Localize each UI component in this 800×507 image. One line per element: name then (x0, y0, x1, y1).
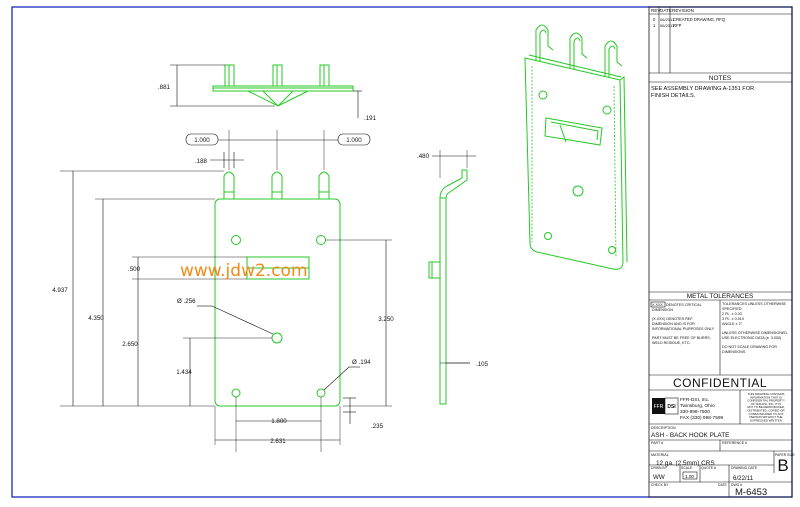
tol-right-0: TOLERANCES UNLESS OTHERWISE (722, 302, 787, 306)
date-label: DATE (718, 483, 728, 487)
rev-header-revision: REVISION (672, 8, 694, 13)
dim-side-thickness: .105 (476, 361, 489, 368)
notes-title: NOTES (709, 75, 732, 82)
tol-left-8: WELD RESIDUE, ETC. (652, 341, 691, 345)
dim-total-width: 2.631 (270, 438, 286, 445)
paper-size-value: B (777, 456, 788, 475)
dwg-value: M-6453 (735, 487, 767, 498)
confidential-label: CONFIDENTIAL (673, 376, 767, 390)
legal-5: DISTRIBUTED, COPIED OR (747, 409, 784, 413)
tol-left-1: DIMENSION (652, 308, 673, 312)
tol-left-0-box: X.XXX (652, 303, 663, 307)
legal-3: OF FFR-DSI, INC. IT IS (751, 402, 782, 406)
dim-tab-width: .188 (195, 158, 208, 165)
company-logo-left: FFR (654, 404, 664, 410)
company-line-2: Twinsburg, Ohio (680, 403, 715, 409)
tol-left-3: (X.XXX) DENOTES REF. (652, 317, 693, 321)
rev-row-1-date: 06/2011 (660, 23, 675, 28)
tol-right-9: DO NOT SCALE DRAWING FOR (722, 345, 777, 349)
material-label: MATERIAL (651, 453, 669, 457)
description-label: DESCRIPTION (651, 426, 676, 430)
rev-row-1-text: RFP (673, 23, 682, 28)
dwg-label: DWG # (731, 483, 742, 487)
legal-6: COMMUNICATED TO ANY (748, 412, 783, 416)
dim-edge-offset: .235 (371, 423, 384, 430)
notes-line-2: FINISH DETAILS. (651, 93, 696, 99)
drawn-by-label: DRWN BY (651, 466, 668, 470)
drawing-date-value: 6/22/11 (733, 475, 754, 482)
description-value: ASH - BACK HOOK PLATE (651, 432, 729, 439)
tol-left-4: DIMENSION AND IS FOR (652, 322, 695, 326)
tol-left-0: DENOTES CRITICAL (666, 303, 702, 307)
rev-header-rev: REV (651, 8, 661, 13)
tol-right-7: USE ELECTRONIC DATA (e. 3.000) (722, 336, 781, 340)
drawing-date-label: DRAWING DATE (731, 466, 758, 470)
dim-spacing-right: 1.000 (346, 137, 362, 144)
tol-left-5: INFORMATIONAL PURPOSES ONLY (652, 327, 715, 331)
quote-label: QUOTE # (701, 466, 716, 470)
top-view: .881 .191 (158, 64, 377, 122)
tol-right-4: ANGLE ± 2° (722, 322, 743, 326)
scale-value: 1.00 (685, 474, 694, 479)
legal-0: THIS DRAWING CONTAINS (748, 392, 785, 396)
dim-total-height: 4.937 (52, 287, 68, 294)
dim-side-offset: .480 (417, 153, 430, 160)
legal-8: EXPRESSED WRITTEN (750, 418, 782, 422)
scale-label: SCALE (681, 466, 693, 470)
drawn-by-value: WW (653, 474, 665, 481)
rev-row-0-date: 06/2011 (660, 17, 675, 22)
dim-top-thickness: .191 (364, 115, 377, 122)
tol-right-10: DIMENSIONS (722, 350, 746, 354)
rev-row-1-rev: 1 (653, 23, 656, 28)
legal-4: NOT TO BE REPRODUCED, (747, 405, 785, 409)
checked-by-label: CHECK BY (651, 483, 669, 487)
material-value: 12 ga. (2.5mm) CRS (656, 460, 715, 467)
dim-hole-bottom: 1.434 (176, 369, 192, 376)
company-line-1: FFR-DSI, Inc. (680, 397, 709, 403)
sheet-border (11, 6, 793, 498)
title-block: REV DATE REVISION 0 06/2011 CREATED DRAW… (648, 6, 795, 498)
tol-right-2: 2 PL. ± 0.03 (722, 312, 742, 316)
paper-size-label: PAPER SIZE (775, 453, 795, 457)
tol-right-3: 3 PL. ± 0.010 (722, 317, 744, 321)
tol-right-6: UNLESS OTHERWISE DIMENSIONED, (722, 331, 788, 335)
dim-hole-dia-large: Ø .256 (177, 298, 196, 305)
rev-row-0-rev: 0 (653, 17, 656, 22)
part-label: PART # (651, 441, 663, 445)
tol-right-1: SPECIFIED: (722, 307, 743, 311)
isometric-view (524, 24, 628, 270)
company-line-3: 330-998-7500 (680, 409, 710, 415)
notes-line-1: SEE ASSEMBLY DRAWING A-1351 FOR (651, 86, 754, 92)
legal-2: CONFIDENTIAL PROPERTY (747, 399, 785, 403)
dim-hole-dia-small: Ø .194 (352, 359, 371, 366)
tolerances-title: METAL TOLERANCES (687, 293, 754, 300)
dim-slot-height: .500 (128, 266, 141, 273)
legal-7: PERSON WITHOUT THE (750, 415, 783, 419)
side-view: .480 .105 (417, 150, 489, 405)
rev-row-0-text: CREATED DRAWING, RFQ (673, 17, 726, 22)
dim-top-height: .881 (158, 84, 171, 91)
dim-spacing-left: 1.000 (194, 137, 210, 144)
legal-1: INFORMATION THAT IS (750, 395, 782, 399)
watermark: www.jdw2.com (180, 261, 308, 281)
rev-header-date: DATE (660, 8, 672, 13)
company-logo-right: DSI (667, 404, 676, 410)
dim-hole-right: 3.250 (378, 316, 394, 323)
company-line-4: FAX (330) 998-7599 (680, 415, 724, 421)
dim-hole-lower: 2.650 (122, 341, 138, 348)
reference-label: REFERENCE # (722, 441, 747, 445)
dim-body-height: 4.350 (88, 315, 104, 322)
tol-left-7: PART MUST BE FREE OF BURRS, (652, 336, 711, 340)
dim-holes-spacing: 1.800 (271, 418, 287, 425)
front-view: 1.000 1.000 .188 4.937 (52, 130, 394, 452)
